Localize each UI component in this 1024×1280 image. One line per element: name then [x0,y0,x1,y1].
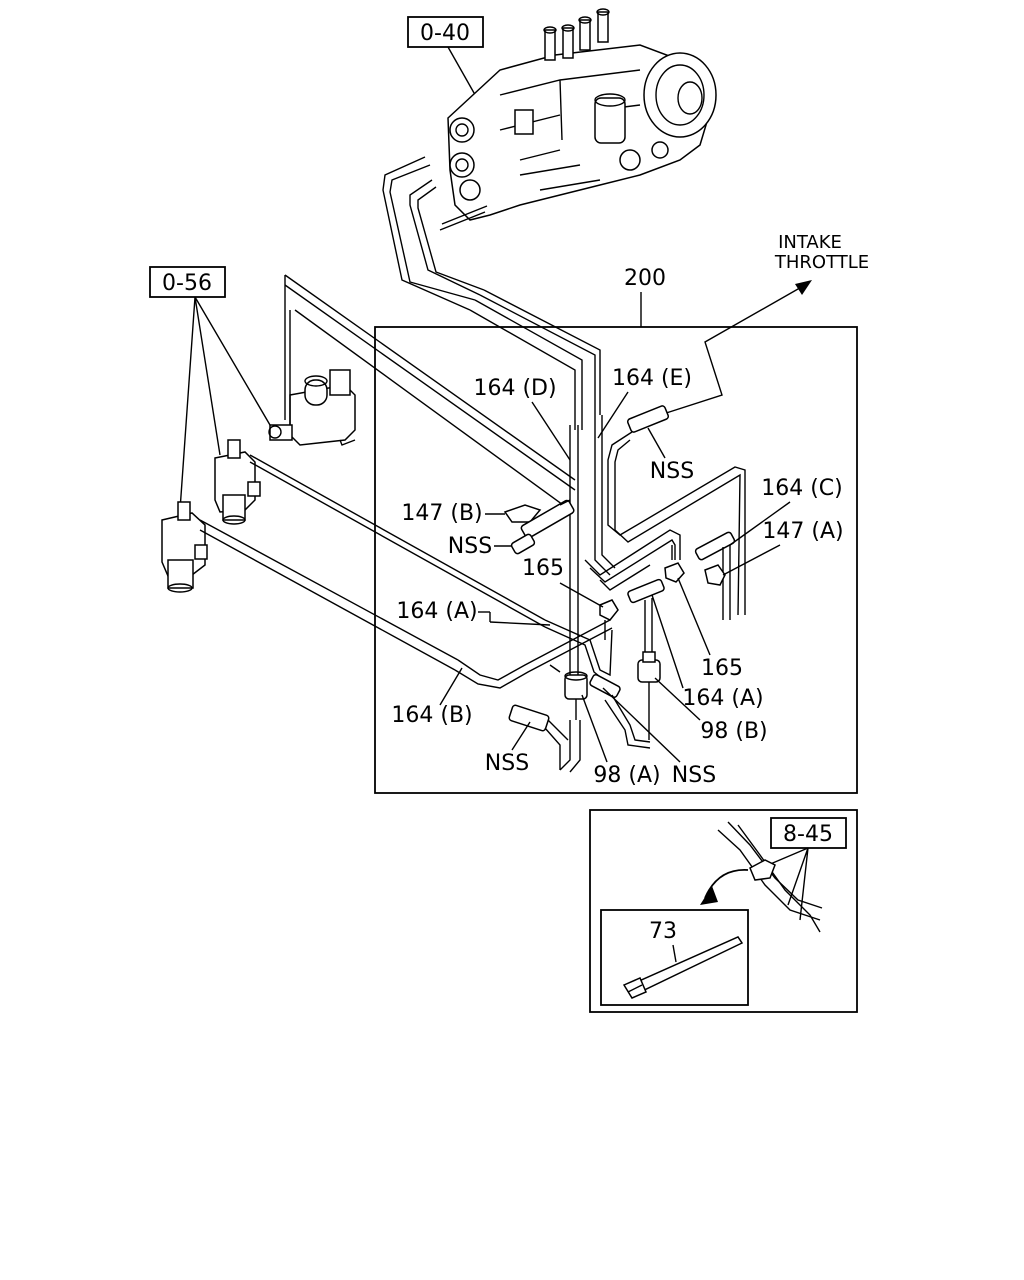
label-nss-bottom-right: NSS [672,763,716,788]
ref-8-45-label: 8-45 [783,822,833,847]
label-nss-bottom-left: NSS [485,751,529,776]
ref-0-40-label: 0-40 [420,21,470,46]
label-147a: 147 (A) [762,519,843,544]
assembly-hoses [454,405,746,773]
valve-lines [199,274,576,671]
vsv-valve-bottom [161,501,208,593]
label-nss-top: NSS [650,459,694,484]
label-147b: 147 (B) [401,501,482,526]
pump-tubes [382,156,601,430]
label-165-left: 165 [522,556,564,581]
leader-nss-bottom-right [602,687,681,763]
leader-165-right [677,577,711,656]
curved-arrow-head [700,886,718,905]
ref-box-0-56[interactable]: 0-56 [149,266,226,298]
ref-box-8-45[interactable]: 8-45 [770,817,847,849]
leader-nss-top [647,427,666,459]
label-164c: 164 (C) [761,476,843,501]
assembly-frame [374,326,858,794]
label-164a-left: 164 (A) [396,599,477,624]
label-98b: 98 (B) [700,719,767,744]
leader-164a-right [651,594,684,689]
intake-label-line2: THROTTLE [774,252,869,273]
leader-nss-bottom-left [511,721,531,751]
label-164a-right: 164 (A) [682,686,763,711]
label-73: 73 [649,919,677,944]
label-nss-mid: NSS [448,534,492,559]
label-98a: 98 (A) [593,763,660,788]
intake-label-line1: INTAKE [778,232,842,253]
leader-0-40 [447,46,479,101]
assembly-number: 200 [624,266,666,291]
leader-165-left [559,582,604,608]
vsv-valve-top [268,369,356,446]
inset-frame [589,809,858,1013]
leader-98a [581,694,608,763]
leader-164c [729,501,791,546]
inner-inset-frame [600,909,749,1006]
label-164d: 164 (D) [473,376,556,401]
leader-164b [439,667,463,706]
intake-arrow-head [795,280,812,295]
label-164e: 164 (E) [612,366,692,391]
ref-0-56-label: 0-56 [162,271,212,296]
ref-box-0-40[interactable]: 0-40 [407,16,484,48]
label-164b: 164 (B) [391,703,472,728]
injection-pump [439,8,717,231]
harness-bundle [717,821,823,933]
leader-147a [722,544,781,576]
leaders-0-56 [179,296,271,511]
curved-arrow [704,869,749,899]
leader-98b [654,677,701,721]
label-165-right: 165 [701,656,743,681]
cable-tie-73 [622,936,744,999]
leader-164d [531,401,571,461]
leaders-8-45 [767,847,809,921]
intake-arrow-line [659,284,806,416]
leader-164e [597,391,629,439]
vsv-valve-middle [214,439,261,525]
leader-164a-left-3 [489,621,551,626]
leader-73 [672,944,677,963]
